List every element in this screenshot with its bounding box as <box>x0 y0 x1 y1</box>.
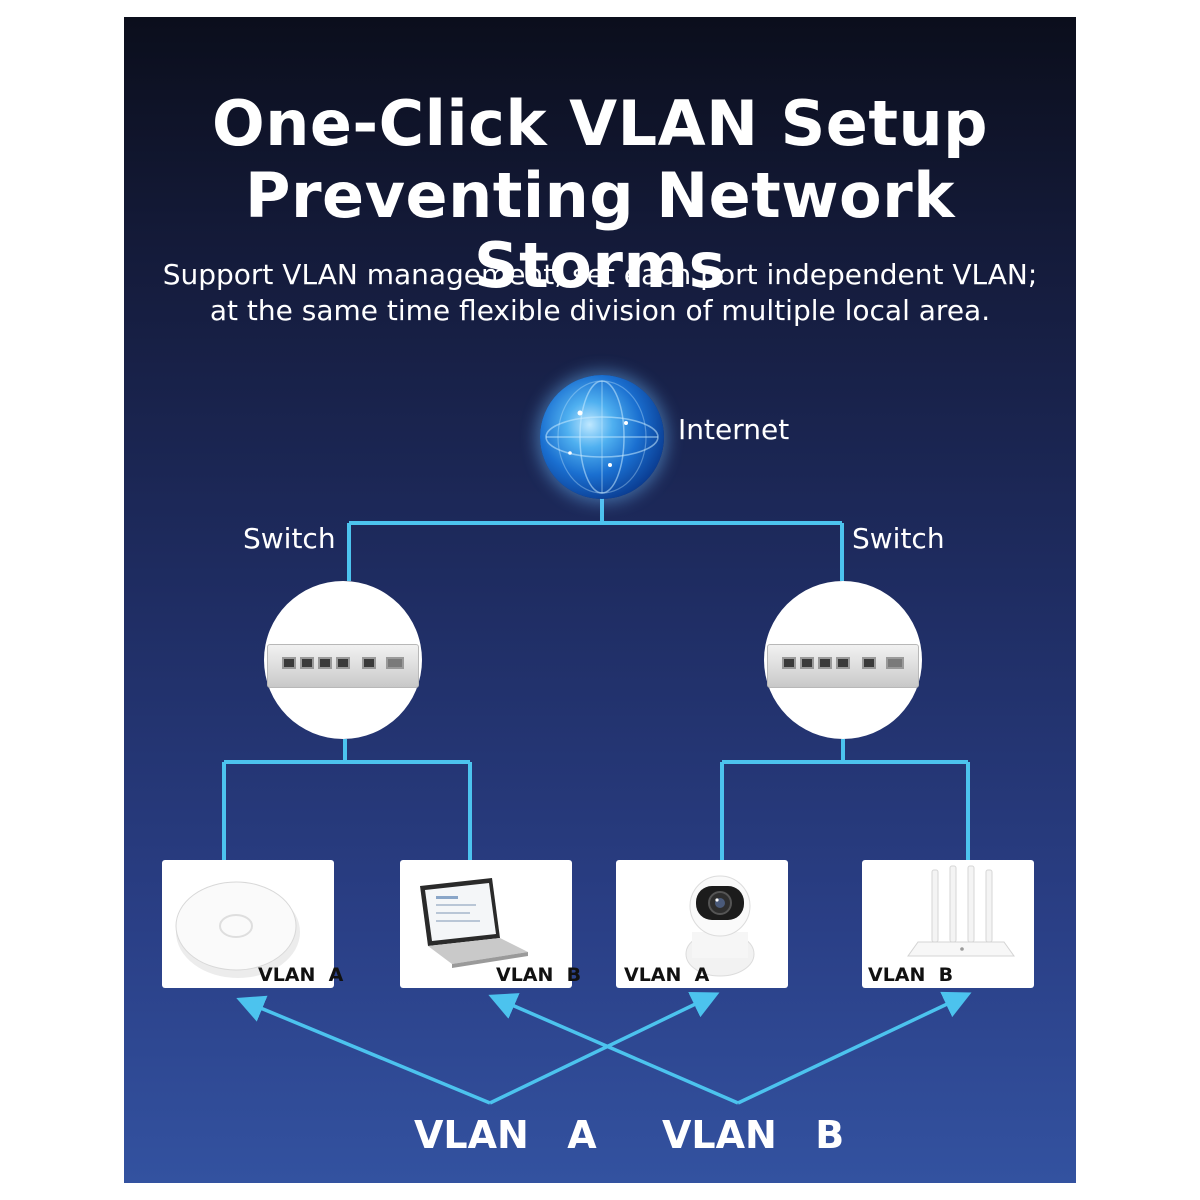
page-title-line-1: One-Click VLAN Setup <box>211 87 988 160</box>
subtitle-line-2: at the same time flexible division of mu… <box>209 294 991 327</box>
device-vlan-label: VLAN B <box>868 964 954 986</box>
vlan-b-arrow-to-router <box>737 991 972 1105</box>
subtitle-line-1: Support VLAN management, set each port i… <box>162 258 1038 291</box>
network-switch-icon <box>267 644 419 688</box>
internet-globe-icon <box>540 375 664 499</box>
switch-left-node <box>264 581 422 739</box>
router-icon <box>907 865 1015 957</box>
switch-right-node <box>764 581 922 739</box>
device-card-router: VLAN B <box>862 860 1034 988</box>
device-card-access-point: VLAN A <box>162 860 343 988</box>
device-card-laptop: VLAN B <box>400 860 581 988</box>
page-title-line-2: Preventing Network Storms <box>245 159 955 302</box>
connection-lines <box>222 495 972 1105</box>
device-vlan-label: VLAN B <box>496 964 582 986</box>
device-vlan-label: VLAN A <box>624 964 710 986</box>
laptop-icon <box>420 878 528 968</box>
diagram-panel: One-Click VLAN Setup Preventing Network … <box>124 17 1076 1183</box>
legend-vlan-b: VLAN B <box>662 1113 845 1157</box>
vlan-b-arrow-to-laptop <box>488 993 739 1105</box>
legend-vlan-a: VLAN A <box>414 1113 597 1157</box>
vlan-a-arrow-to-camera <box>489 991 720 1105</box>
access-point-icon <box>175 881 300 978</box>
internet-label: Internet <box>678 413 790 446</box>
device-vlan-label: VLAN A <box>258 964 344 986</box>
network-switch-icon <box>767 644 919 688</box>
device-card-camera: VLAN A <box>616 860 788 988</box>
security-camera-icon <box>685 875 755 977</box>
vlan-a-arrow-to-ap <box>236 995 491 1105</box>
switch-right-label: Switch <box>852 522 945 555</box>
switch-left-label: Switch <box>243 522 336 555</box>
